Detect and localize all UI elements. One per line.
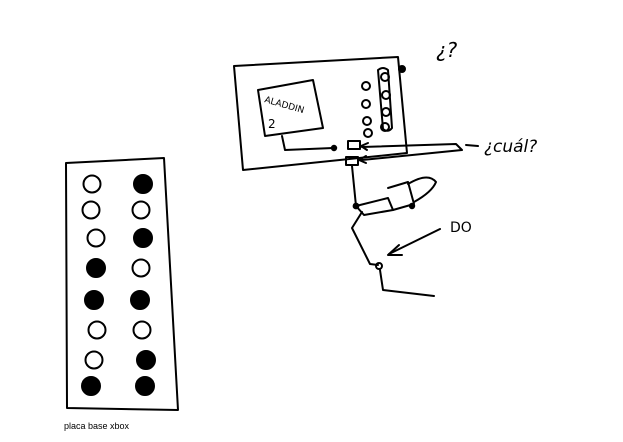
board-holes [361,72,391,138]
arrowhead-lower [358,155,367,164]
pointer-line [361,143,463,161]
board-hole-7 [363,128,373,138]
arrowhead-upper [360,142,369,151]
do-arrowhead [387,244,403,256]
pin-left-7 [84,350,104,370]
question-which-label: ¿cuál? [484,137,537,157]
pin-left-8 [81,376,101,396]
pin-right-7 [136,350,156,370]
pin-header-outline [65,157,179,411]
do-label: DO [450,220,472,236]
diode-end-dot [408,202,416,210]
lower-wire [351,211,379,266]
pin-left-6 [87,320,107,340]
image-caption: placa base xbox [64,421,130,431]
board-hole-4 [381,90,391,100]
pin-grid [81,174,156,396]
board-hole-5 [362,116,372,126]
do-arrow [388,228,441,255]
pin-right-5 [130,290,150,310]
pin-right-8 [135,376,155,396]
pin-right-4 [131,258,151,278]
pin-left-1 [82,174,102,194]
pad-upper [347,140,361,150]
lower-node [375,262,383,270]
pin-left-3 [86,228,106,248]
pin-left-2 [81,200,101,220]
aladdin-chip [257,79,324,137]
board-hole-3 [361,99,371,109]
chip-name-label: ALADDIN [263,95,305,116]
chip-wire [281,135,334,151]
edge-dot [398,65,406,73]
pin-right-3 [133,228,153,248]
pin-right-6 [132,320,152,340]
diode-lead [407,176,437,203]
board-hole-2 [380,72,390,82]
board-hole-6 [381,107,391,117]
pin-left-4 [86,258,106,278]
pin-left-5 [84,290,104,310]
tail-wire [379,269,435,297]
chip-number-label: 2 [268,117,276,131]
cual-pointer [465,144,479,147]
pin-right-1 [133,174,153,194]
diode-wire [351,165,357,207]
mod-board-outline [233,56,408,171]
board-hole-1 [361,81,371,91]
chip-wire-dot [330,144,338,152]
board-hole-8 [380,122,390,132]
pin-right-2 [131,200,151,220]
mod-board [233,56,479,297]
question-top-label: ¿? [436,38,458,62]
diode-cap [387,181,415,211]
pin-header-board [65,157,179,411]
